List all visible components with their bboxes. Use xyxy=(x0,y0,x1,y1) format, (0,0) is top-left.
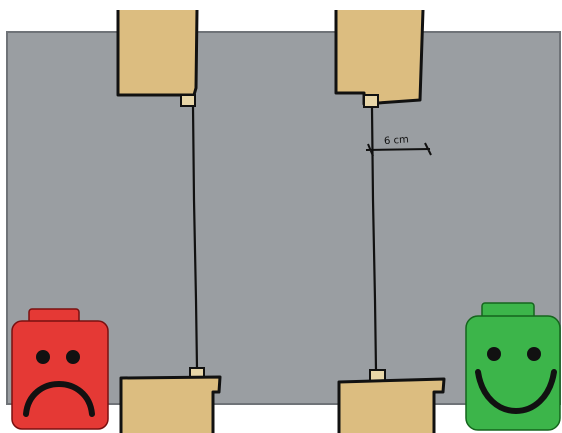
left-example xyxy=(116,9,222,433)
sad-mouth xyxy=(23,381,95,417)
left-top-bracket xyxy=(180,94,196,107)
sad-face-icon xyxy=(11,308,109,430)
happy-left-eye xyxy=(487,347,501,361)
measurement-line xyxy=(365,142,432,157)
happy-right-eye xyxy=(527,347,541,361)
gap-label: 6 cm xyxy=(384,134,409,147)
left-wire xyxy=(191,105,199,370)
right-top-bracket xyxy=(363,94,379,108)
sad-left-eye xyxy=(36,350,50,364)
left-top-block xyxy=(116,9,199,97)
right-example: 6 cm xyxy=(334,9,446,433)
happy-mouth xyxy=(475,369,557,414)
right-bottom-block xyxy=(337,377,446,433)
left-bottom-block xyxy=(119,375,222,433)
happy-face-icon xyxy=(465,302,561,431)
right-top-block xyxy=(334,9,425,106)
sad-right-eye xyxy=(66,350,80,364)
